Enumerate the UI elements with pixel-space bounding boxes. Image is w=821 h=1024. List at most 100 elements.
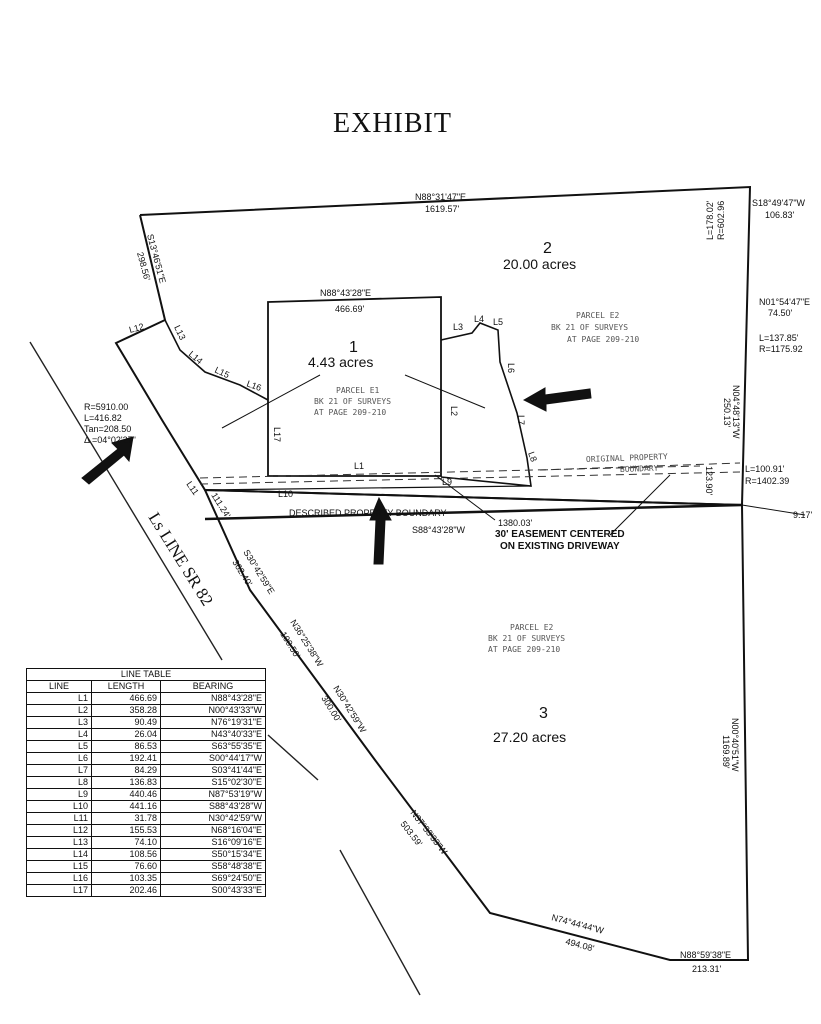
pointer-easement xyxy=(434,474,496,521)
parcel-1-ref-2: BK 21 OF SURVEYS xyxy=(314,397,391,406)
parcel-1-area: 4.43 acres xyxy=(308,354,373,370)
highway-line-1 xyxy=(29,341,223,661)
line-label-l3: L3 xyxy=(453,322,463,332)
length-cell: 136.83 xyxy=(91,776,161,789)
arrow-west xyxy=(81,436,134,485)
line-label-l7: L7 xyxy=(516,415,526,425)
length-cell: 466.69 xyxy=(91,692,161,705)
parcel-2-ref-2: BK 21 OF SURVEYS xyxy=(551,323,628,332)
parcel-3-ref-2: BK 21 OF SURVEYS xyxy=(488,634,565,643)
length-bottom-2: 213.31' xyxy=(692,964,722,974)
bearing-cell: N88°43'28"E xyxy=(160,692,266,705)
line-cell: L16 xyxy=(26,872,92,885)
parcel-2-ref-3: AT PAGE 209-210 xyxy=(567,335,639,344)
parcel-1-ref-3: AT PAGE 209-210 xyxy=(314,408,386,417)
easement-label-1: 30' EASEMENT CENTERED xyxy=(495,529,625,540)
line-cell: L1 xyxy=(26,692,92,705)
original-boundary-label-2: BOUNDARY xyxy=(620,464,659,474)
highway-line-3 xyxy=(339,849,421,996)
length-cell: 358.28 xyxy=(91,704,161,717)
length-offset: 123.90' xyxy=(704,466,714,496)
length-east-mid2: 250.13' xyxy=(722,398,732,428)
line-cell: L3 xyxy=(26,716,92,729)
curve-west-tangent: Tan=208.50 xyxy=(84,424,131,434)
bearing-parcel1-top: N88°43'28"E xyxy=(320,288,371,298)
parcel-3-ref-3: AT PAGE 209-210 xyxy=(488,645,560,654)
highway-line-2 xyxy=(267,734,319,781)
line-cell: L15 xyxy=(26,860,92,873)
pointer-original xyxy=(609,474,671,536)
parcel-2-ref-1: PARCEL E2 xyxy=(576,311,620,320)
described-boundary-label: DESCRIBED PROPERTY BOUNDARY xyxy=(289,508,447,518)
length-cell: 90.49 xyxy=(91,716,161,729)
length-cell: 441.16 xyxy=(91,800,161,813)
line-label-l2: L2 xyxy=(449,406,459,416)
curve-3-radius: R=1402.39 xyxy=(745,476,789,486)
parcel-3-ref-1: PARCEL E2 xyxy=(510,623,554,632)
bearing-boundary: S88°43'28"W xyxy=(412,525,466,535)
length-east-mid: 74.50' xyxy=(768,308,793,318)
line-cell: L6 xyxy=(26,752,92,765)
length-cell: 86.53 xyxy=(91,740,161,753)
line-label-l4: L4 xyxy=(474,314,484,324)
bearing-cell: N43°40'33"E xyxy=(160,728,266,741)
length-parcel1-top: 466.69' xyxy=(335,304,365,314)
line-cell: L5 xyxy=(26,740,92,753)
bearing-cell: N87°53'19"W xyxy=(160,788,266,801)
line-cell: L13 xyxy=(26,836,92,849)
curve-2-length: L=137.85' xyxy=(759,333,799,343)
line-label-l14: L14 xyxy=(187,349,205,366)
line-label-l15: L15 xyxy=(213,365,231,380)
easement-label-2: ON EXISTING DRIVEWAY xyxy=(500,541,620,552)
west-curve-lines xyxy=(164,319,269,401)
bearing-east-mid2: N04°48'13"W xyxy=(731,385,741,439)
line-cell: L17 xyxy=(26,884,92,897)
pointer-parcel1-right xyxy=(404,374,486,409)
highway-label: Ls LINE SR 82 xyxy=(145,509,217,609)
original-boundary-label-1: ORIGINAL PROPERTY xyxy=(586,452,668,464)
original-boundary-dash-1 xyxy=(199,465,701,479)
length-cell: 192.41 xyxy=(91,752,161,765)
easement-dash xyxy=(539,462,741,471)
curve-1-radius: R=602.96 xyxy=(716,201,726,240)
parcel-1-ref-1: PARCEL E1 xyxy=(336,386,380,395)
parcel-2-boundary xyxy=(114,185,752,507)
line-cell: L9 xyxy=(26,788,92,801)
bearing-cell: N76°19'31"E xyxy=(160,716,266,729)
length-cell: 84.29 xyxy=(91,764,161,777)
line-cell: L11 xyxy=(26,812,92,825)
parcel-2-number: 2 xyxy=(543,240,552,257)
line-cell: L12 xyxy=(26,824,92,837)
line-cell: L4 xyxy=(26,728,92,741)
line-cell: L8 xyxy=(26,776,92,789)
curve-west-radius: R=5910.00 xyxy=(84,402,128,412)
parcel-3-boundary xyxy=(203,488,750,961)
bearing-cell: N30°42'59"W xyxy=(160,812,266,825)
line-cell: L10 xyxy=(26,800,92,813)
parcel-3-number: 3 xyxy=(539,705,548,722)
line-label-l16: L16 xyxy=(245,378,263,393)
line-l10 xyxy=(204,485,532,491)
curve-3-length: L=100.91' xyxy=(745,464,785,474)
line-cell: L14 xyxy=(26,848,92,861)
parcel-3-area: 27.20 acres xyxy=(493,729,566,745)
bearing-top: N88°31'47"E xyxy=(415,192,466,202)
line-cell: L2 xyxy=(26,704,92,717)
bearing-east-mid: N01°54'47"E xyxy=(759,297,810,307)
line-label-l8: L8 xyxy=(526,450,539,463)
arrow-east xyxy=(522,387,592,412)
length-boundary: 1380.03' xyxy=(498,518,533,528)
